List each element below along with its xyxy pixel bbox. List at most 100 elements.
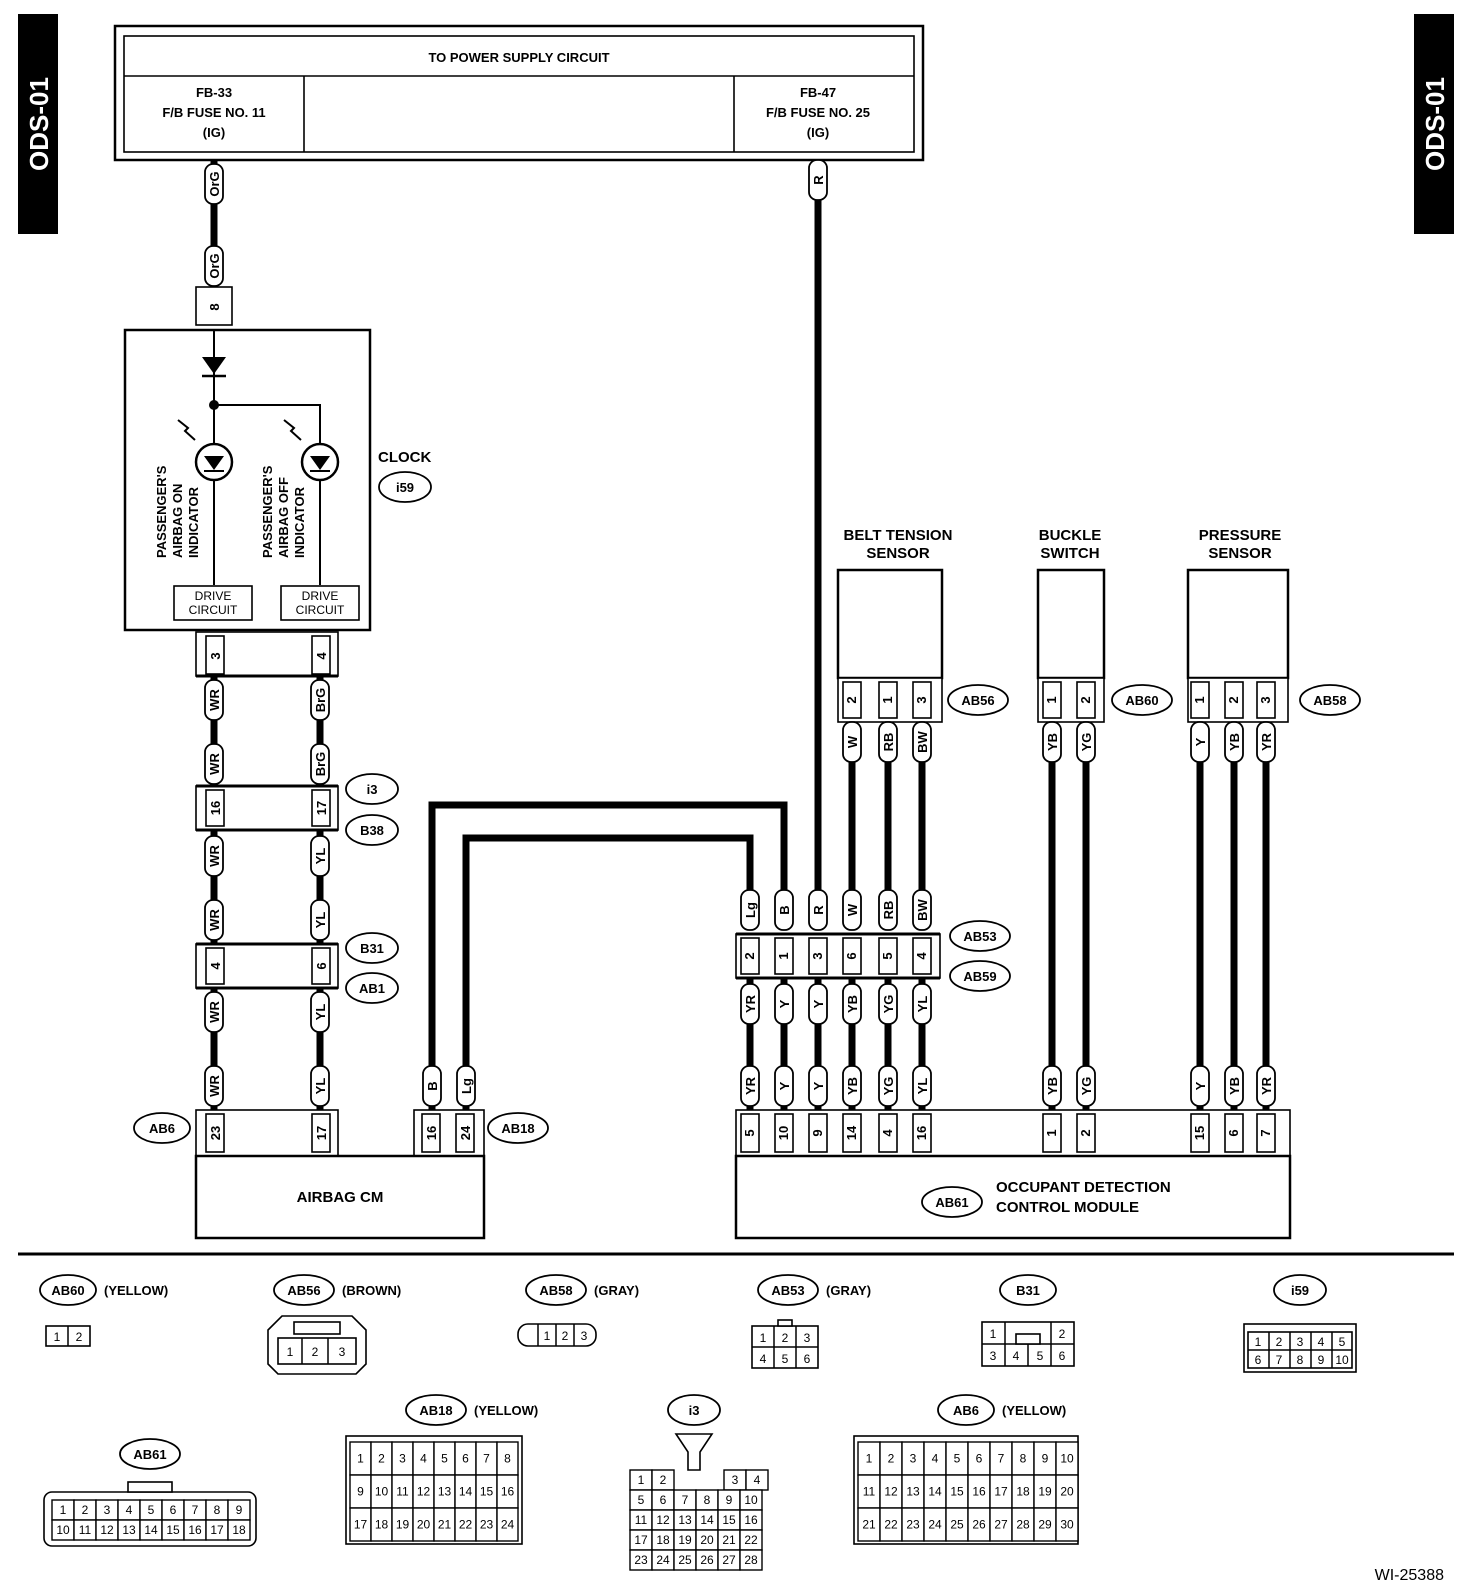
ab6-pin-2: 2 bbox=[888, 1452, 895, 1466]
legend-i59-name: i59 bbox=[1291, 1283, 1309, 1298]
ab61-pin-14: 14 bbox=[144, 1523, 158, 1537]
g-ab53-4: 4 bbox=[760, 1352, 767, 1366]
ab18-pin-20: 20 bbox=[417, 1518, 431, 1532]
ab18-pin-18: 18 bbox=[375, 1518, 389, 1532]
ab61-pin-11: 11 bbox=[79, 1523, 92, 1537]
fuse-right-line2: F/B FUSE NO. 25 bbox=[766, 105, 870, 120]
ab61-pin-2: 2 bbox=[1078, 1129, 1093, 1136]
i3-pin-23: 23 bbox=[634, 1553, 648, 1567]
g-i59-10: 10 bbox=[1335, 1353, 1349, 1367]
ab53-pin-3: 3 bbox=[810, 952, 825, 959]
i3-pin-14: 14 bbox=[700, 1513, 714, 1527]
i3-pin-26: 26 bbox=[700, 1553, 714, 1567]
connector-ab53-ab59: Lg B R W RB BW 2 1 3 6 5 4 AB53 AB59 YR … bbox=[735, 889, 1011, 1025]
belt-tension-sensor: BELT TENSION SENSOR 2 1 3 AB56 W RB BW bbox=[836, 527, 1009, 763]
i3-pin-21: 21 bbox=[722, 1533, 736, 1547]
odcm-line1: OCCUPANT DETECTION bbox=[996, 1179, 1171, 1196]
ab6-pin-20: 20 bbox=[1060, 1485, 1074, 1499]
ab61-pin-6: 6 bbox=[1226, 1129, 1241, 1136]
ab18-pin-19: 19 bbox=[396, 1518, 410, 1532]
wire-tag-lg-1: Lg bbox=[459, 1078, 474, 1094]
ab56-pin-1: 1 bbox=[880, 696, 895, 703]
ab56-pin-2: 2 bbox=[844, 696, 859, 703]
wire-tag-y-5: Y bbox=[811, 1081, 826, 1090]
ab56-label: AB56 bbox=[961, 693, 994, 708]
ab61-pin-1: 1 bbox=[60, 1503, 67, 1517]
ab6-pin-21: 21 bbox=[862, 1518, 876, 1532]
occupant-detection-module: YR Y Y YB YG YL YB YG Y YB YR 5 10 9 14 … bbox=[734, 1065, 1292, 1240]
clock-connector-label: i59 bbox=[396, 480, 414, 495]
ab18-pin-1: 1 bbox=[357, 1452, 364, 1466]
fuse-left-line3: (IG) bbox=[203, 125, 225, 140]
wire-tag-y-6: Y bbox=[1193, 1081, 1208, 1090]
legend-ab56: AB56 (BROWN) 1 2 3 bbox=[267, 1274, 401, 1375]
ab18-pin-10: 10 bbox=[375, 1485, 389, 1499]
drive-circuit-left-1: DRIVE bbox=[195, 589, 232, 603]
side-tab-right: ODS-01 bbox=[1414, 14, 1454, 234]
i3-pin-24: 24 bbox=[656, 1553, 670, 1567]
pressure-line2: SENSOR bbox=[1208, 545, 1272, 562]
ab61-pin-18: 18 bbox=[232, 1523, 246, 1537]
clock-label: CLOCK bbox=[378, 449, 431, 466]
ab61-pin-9: 9 bbox=[236, 1503, 243, 1517]
wire-tag-org-1: OrG bbox=[207, 171, 222, 196]
wire-tag-y-2: Y bbox=[777, 999, 792, 1008]
g-i59-8: 8 bbox=[1297, 1353, 1304, 1367]
ab6-pin-17: 17 bbox=[994, 1485, 1008, 1499]
i3-pin-7: 7 bbox=[682, 1493, 689, 1507]
ab6-pin-30-cell bbox=[1055, 1507, 1079, 1542]
i3-label: i3 bbox=[367, 782, 378, 797]
ab18-pin-14: 14 bbox=[459, 1485, 473, 1499]
g-b31-4: 4 bbox=[1013, 1349, 1020, 1363]
ab18-pin-8: 8 bbox=[504, 1452, 511, 1466]
ab18-pin-15: 15 bbox=[480, 1485, 494, 1499]
ab61-pin-15: 15 bbox=[166, 1523, 180, 1537]
i3-pin-18: 18 bbox=[656, 1533, 670, 1547]
legend-ab56-color: (BROWN) bbox=[342, 1283, 401, 1298]
wire-tag-rb-1: RB bbox=[881, 733, 896, 752]
side-tab-left: ODS-01 bbox=[18, 14, 58, 234]
legend-ab60: AB60 (YELLOW) 1 2 bbox=[39, 1274, 168, 1347]
ab61-label: AB61 bbox=[935, 1195, 968, 1210]
wire-tag-yr-p1: YR bbox=[1259, 732, 1274, 751]
wire-tag-yg-4: YG bbox=[1079, 1077, 1094, 1096]
odcm-line2: CONTROL MODULE bbox=[996, 1199, 1139, 1216]
g-i59-7: 7 bbox=[1276, 1353, 1283, 1367]
ab61-pin-7: 7 bbox=[1258, 1129, 1273, 1136]
wire-tag-yl-2: YL bbox=[313, 912, 328, 929]
ab6-pin-17: 17 bbox=[314, 1126, 329, 1140]
g-ab60-1: 1 bbox=[54, 1330, 61, 1344]
i3-pin-25: 25 bbox=[678, 1553, 692, 1567]
ab6-pin-27: 27 bbox=[994, 1518, 1008, 1532]
ab53-pin-1: 1 bbox=[776, 952, 791, 959]
wire-tag-yl-1: YL bbox=[313, 848, 328, 865]
legend-i3-name: i3 bbox=[689, 1403, 700, 1418]
ab61-pin-18-cell bbox=[227, 1519, 251, 1541]
ab6-pin-12: 12 bbox=[884, 1485, 898, 1499]
ab61-pin-2: 2 bbox=[82, 1503, 89, 1517]
clock-pin-8: 8 bbox=[207, 303, 222, 310]
pressure-sensor: PRESSURE SENSOR 1 2 3 AB58 Y YB YR bbox=[1186, 527, 1361, 763]
b38-label: B38 bbox=[360, 823, 384, 838]
ab6-pin-16: 16 bbox=[972, 1485, 986, 1499]
wire-tag-wr-4: WR bbox=[207, 909, 222, 931]
b31-pin-4: 4 bbox=[208, 962, 223, 970]
ab58-pin-1: 1 bbox=[1192, 696, 1207, 703]
i3-pin-12: 12 bbox=[656, 1513, 670, 1527]
ab18-pin-17: 17 bbox=[354, 1518, 368, 1532]
wire-tag-w-2: W bbox=[845, 903, 860, 916]
ab61-pin-4: 4 bbox=[126, 1503, 133, 1517]
ab61-pin-17: 17 bbox=[210, 1523, 224, 1537]
i59-pin-4: 4 bbox=[314, 652, 329, 660]
ab6-pin-7: 7 bbox=[998, 1452, 1005, 1466]
i3-pin-27: 27 bbox=[722, 1553, 736, 1567]
legend-ab58-name: AB58 bbox=[539, 1283, 572, 1298]
ab18-pin-7: 7 bbox=[483, 1452, 490, 1466]
wire-tag-lg-2: Lg bbox=[743, 902, 758, 918]
off-indicator-line3: INDICATOR bbox=[292, 486, 307, 558]
fuse-left-line1: FB-33 bbox=[196, 85, 232, 100]
legend-ab58-color: (GRAY) bbox=[594, 1283, 639, 1298]
ab18-pin-2: 2 bbox=[378, 1452, 385, 1466]
